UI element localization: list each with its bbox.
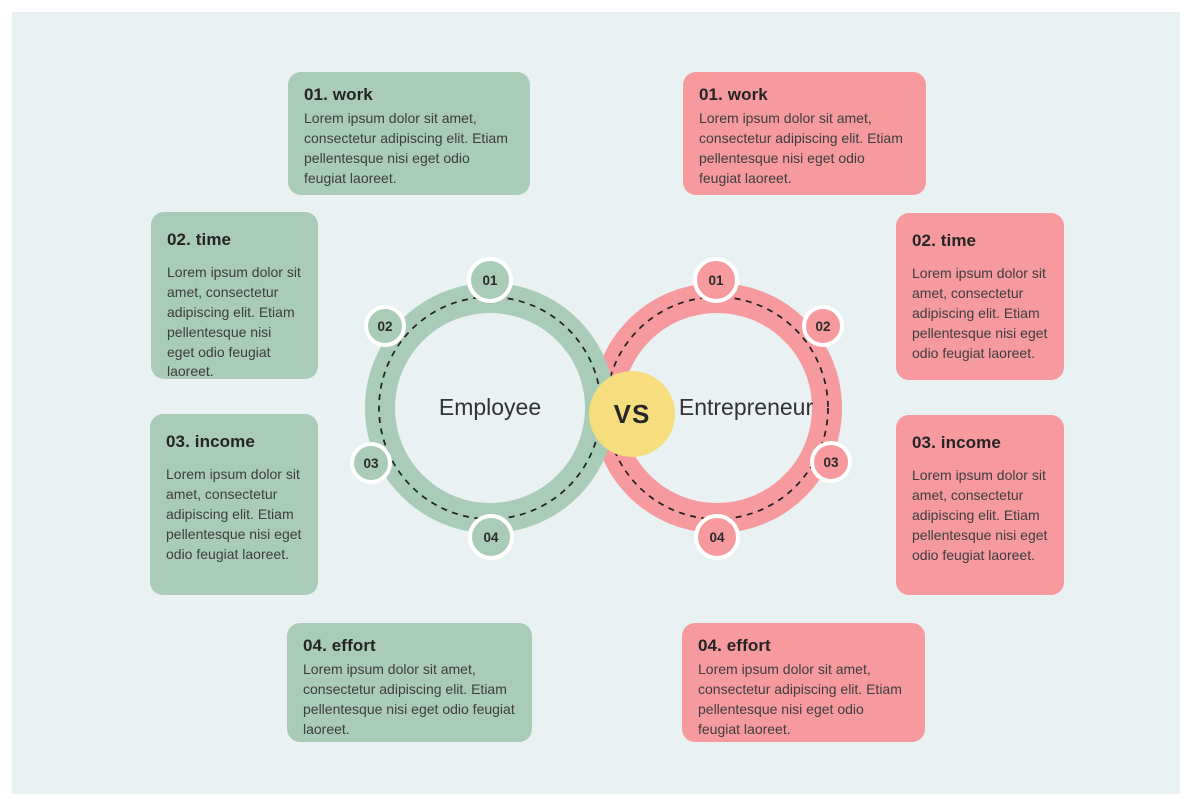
employee-box-time: 02. time Lorem ipsum dolor sit amet, con… <box>151 212 318 379</box>
entrepreneur-node-03 <box>810 441 852 483</box>
entrepreneur-node-01 <box>693 257 739 303</box>
box-title: 04. effort <box>698 636 771 655</box>
box-title: 01. work <box>304 85 373 104</box>
box-body: Lorem ipsum dolor sit amet, consectetur … <box>912 265 1048 361</box>
box-body: Lorem ipsum dolor sit amet, consectetur … <box>304 110 508 186</box>
entrepreneur-node-04 <box>694 514 740 560</box>
employee-title: Employee <box>439 394 541 420</box>
box-body: Lorem ipsum dolor sit amet, consectetur … <box>698 661 902 737</box>
entrepreneur-box-effort: 04. effort Lorem ipsum dolor sit amet, c… <box>682 623 925 742</box>
entrepreneur-box-income: 03. income Lorem ipsum dolor sit amet, c… <box>896 415 1064 595</box>
box-body: Lorem ipsum dolor sit amet, consectetur … <box>303 661 515 737</box>
entrepreneur-node-02-label: 02 <box>815 319 830 334</box>
box-body: Lorem ipsum dolor sit amet, consectetur … <box>166 466 302 562</box>
box-body: Lorem ipsum dolor sit amet, consectetur … <box>699 110 903 186</box>
employee-node-04-label: 04 <box>483 530 499 545</box>
employee-box-effort: 04. effort Lorem ipsum dolor sit amet, c… <box>287 623 532 742</box>
employee-node-04 <box>468 514 514 560</box>
employee-box-income: 03. income Lorem ipsum dolor sit amet, c… <box>150 414 318 595</box>
employee-node-01-label: 01 <box>482 273 498 288</box>
box-title: 02. time <box>167 230 232 249</box>
employee-node-01 <box>467 257 513 303</box>
entrepreneur-node-03-label: 03 <box>823 455 839 470</box>
entrepreneur-box-time: 02. time Lorem ipsum dolor sit amet, con… <box>896 213 1064 380</box>
entrepreneur-box-work: 01. work Lorem ipsum dolor sit amet, con… <box>683 72 926 195</box>
box-title: 03. income <box>912 433 1001 452</box>
employee-box-work: 01. work Lorem ipsum dolor sit amet, con… <box>288 72 530 195</box>
box-body: Lorem ipsum dolor sit amet, consectetur … <box>912 467 1048 563</box>
employee-node-02-label: 02 <box>377 319 392 334</box>
employee-node-03 <box>350 442 392 484</box>
vs-badge <box>589 371 675 457</box>
entrepreneur-node-01-label: 01 <box>708 273 724 288</box>
box-title: 01. work <box>699 85 768 104</box>
entrepreneur-node-02 <box>802 305 844 347</box>
entrepreneur-node-04-label: 04 <box>709 530 725 545</box>
box-title: 03. income <box>166 432 255 451</box>
employee-node-02 <box>364 305 406 347</box>
vs-label: VS <box>614 399 651 429</box>
box-title: 04. effort <box>303 636 376 655</box>
entrepreneur-title: Entrepreneur <box>679 394 814 420</box>
box-body: Lorem ipsum dolor sit amet, consectetur … <box>167 264 301 379</box>
box-title: 02. time <box>912 231 977 250</box>
employee-node-03-label: 03 <box>363 456 379 471</box>
